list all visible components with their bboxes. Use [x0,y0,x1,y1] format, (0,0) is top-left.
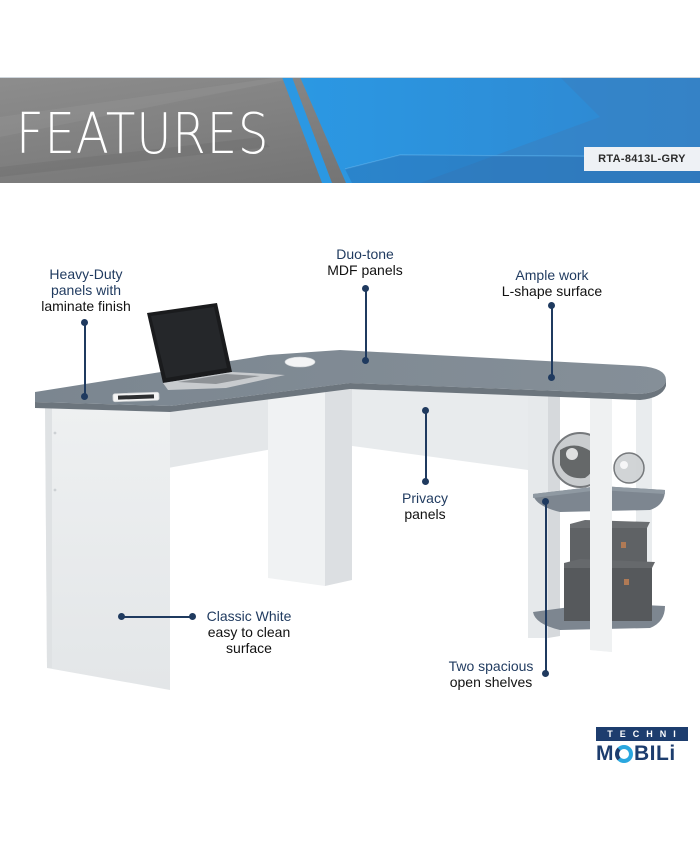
privacy-dot-top [422,407,429,414]
logo-mobili-rest: BILi [634,742,676,765]
duo-tone-leader-line [365,289,367,361]
callout-privacy: Privacy panels [385,490,465,522]
logo-swirl-icon [615,745,633,763]
duo-tone-dot-top [362,285,369,292]
two-shelves-leader-line [545,502,547,674]
heavy-duty-dot-bottom [81,393,88,400]
callout-duo-tone: Duo-tone MDF panels [315,246,415,278]
two-shelves-dot-bottom [542,670,549,677]
heavy-duty-leader-line [84,323,86,397]
callout-heavy-duty-highlight: Heavy-Duty [49,266,123,282]
techni-mobili-logo: TECHNI M BILi [596,727,688,765]
classic-white-leader-line [122,616,192,618]
model-number-badge: RTA-8413L-GRY [584,147,700,171]
callout-duo-tone-text: MDF panels [327,262,403,278]
classic-white-dot-left [118,613,125,620]
callout-classic-white: Classic White easy to clean surface [196,608,302,656]
callout-privacy-highlight: Privacy [402,490,448,506]
logo-mobili-wordmark: M BILi [596,743,688,765]
callout-privacy-text: panels [404,506,446,522]
callout-classic-white-highlight: Classic White [206,608,292,624]
callout-heavy-duty: Heavy-Duty panels with laminate finish [28,266,144,314]
callout-heavy-duty-text: laminate finish [41,298,131,314]
heavy-duty-dot-top [81,319,88,326]
callout-duo-tone-highlight: Duo-tone [336,246,394,262]
duo-tone-dot-bottom [362,357,369,364]
callout-classic-white-text: easy to clean [207,624,291,640]
page-title: FEATURES [16,102,270,167]
callout-ample-work-text: L-shape surface [501,283,603,299]
features-banner: FEATURES RTA-8413L-GRY [0,77,700,183]
callout-two-shelves-highlight: Two spacious [448,658,534,674]
logo-techni-text: TECHNI [596,727,688,741]
privacy-leader-line [425,411,427,482]
logo-mobili-m: M [596,742,614,765]
two-shelves-dot-top [542,498,549,505]
ample-work-dot-bottom [548,374,555,381]
classic-white-dot-right [189,613,196,620]
callout-two-shelves: Two spacious open shelves [440,658,542,690]
ample-work-dot-top [548,302,555,309]
callout-heavy-duty-highlight-2: panels with [50,282,122,298]
callout-two-shelves-text: open shelves [449,674,533,690]
callout-ample-work: Ample work L-shape surface [492,267,612,299]
callout-classic-white-text-2: surface [226,640,272,656]
privacy-dot-bottom [422,478,429,485]
ample-work-leader-line [551,306,553,378]
callout-ample-work-highlight: Ample work [515,267,589,283]
